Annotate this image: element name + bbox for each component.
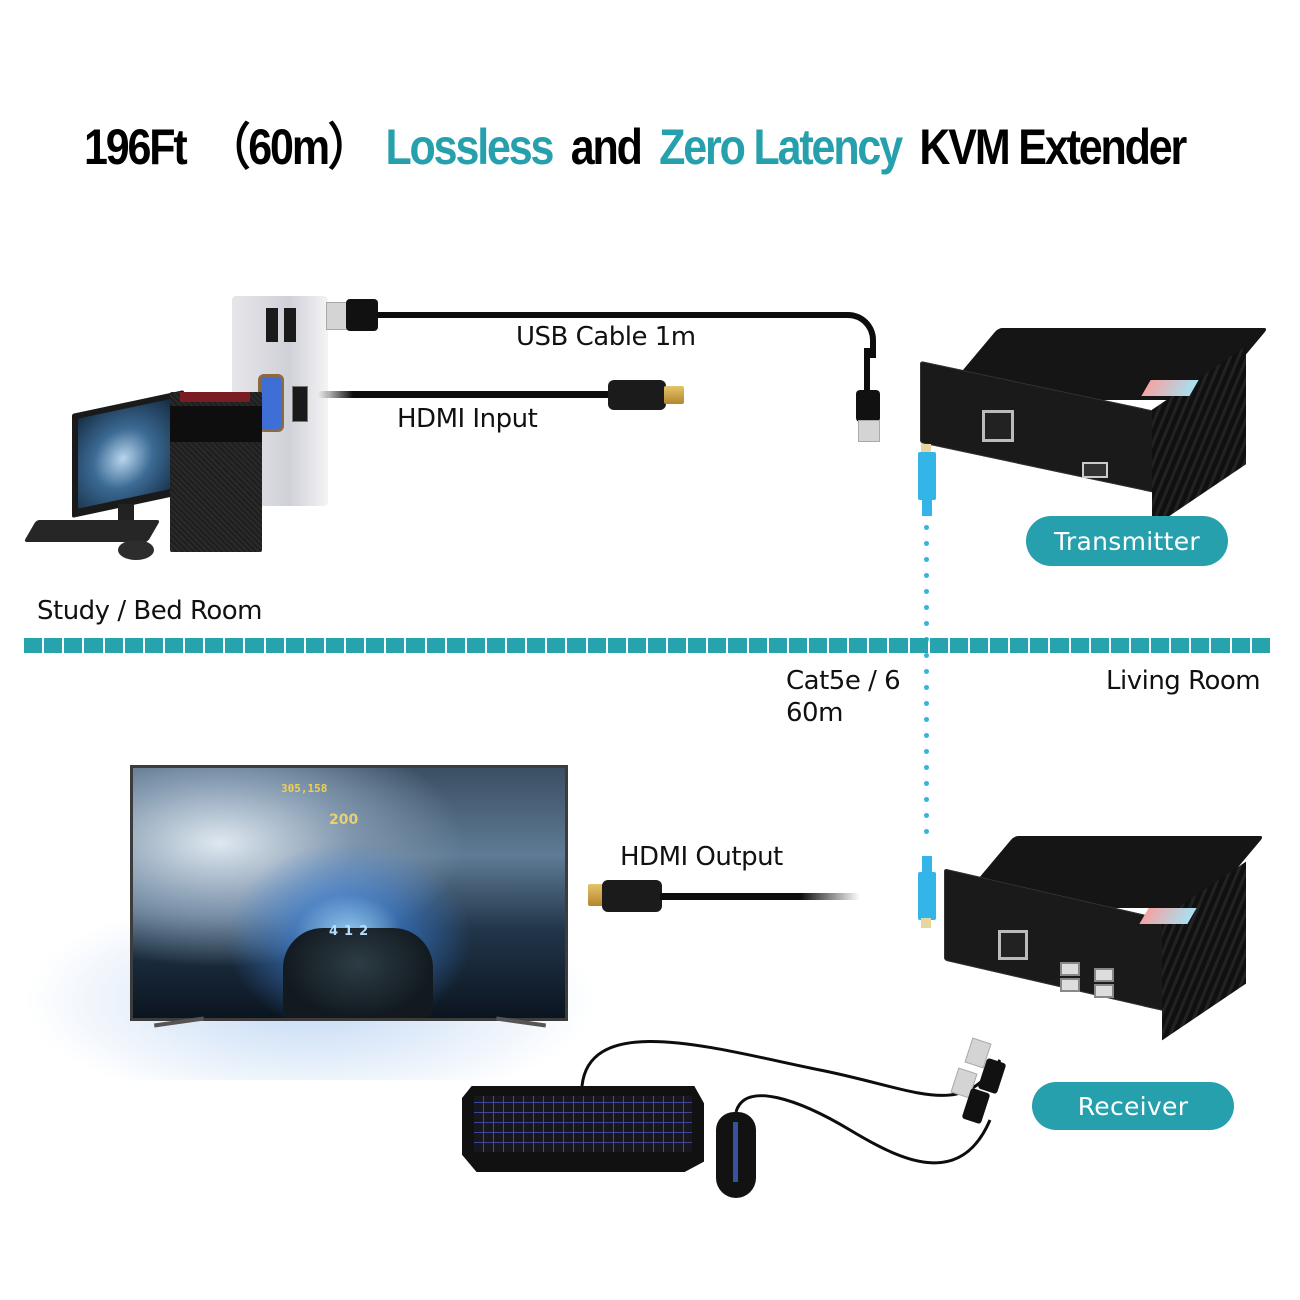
rj45-connector-top-icon [916, 444, 938, 518]
hdmi-plug-tip-icon [588, 884, 604, 906]
usb-port-icon [1060, 978, 1080, 992]
usb-port-icon [266, 308, 278, 342]
hdmi-output-label: HDMI Output [620, 842, 783, 872]
mouse-light [733, 1122, 738, 1182]
hdmi-input-cable-line [318, 391, 610, 398]
room-label-living: Living Room [1106, 666, 1261, 696]
title-and: and [570, 119, 643, 175]
hdmi-port-icon [292, 386, 308, 422]
hdmi-output-cable-line [660, 893, 860, 900]
mouse [716, 1112, 756, 1198]
hdmi-input-label: HDMI Input [397, 404, 538, 434]
page-title: 196Ft （60m） Lossless and Zero Latency KV… [84, 112, 1187, 182]
usb-port-icon [1060, 962, 1080, 976]
receiver-device [944, 836, 1265, 1041]
game-car-number: 412 [329, 924, 375, 939]
game-hud-score: 305,158 [281, 782, 328, 795]
receiver-badge: Receiver [1032, 1082, 1234, 1130]
title-distance-ft: 196Ft [84, 119, 188, 175]
transmitter-device [918, 328, 1269, 528]
usb-plug-housing [856, 390, 880, 422]
desktop-mouse-icon [118, 540, 154, 560]
room-label-study: Study / Bed Room [37, 596, 263, 626]
rj45-connector-bottom-icon [916, 856, 938, 932]
title-lossless: Lossless [385, 119, 554, 175]
hdmi-plug-housing [602, 880, 662, 912]
usb-a-plug-icon [858, 420, 880, 442]
usb-port-icon [1082, 462, 1108, 478]
usb-port-icon [1094, 968, 1114, 982]
rj45-port-icon [982, 410, 1014, 442]
usb-cable-line [378, 312, 848, 318]
keyboard-keys-backlit [474, 1096, 692, 1152]
room-divider [24, 638, 1270, 653]
usb-cable-label: USB Cable 1m [516, 322, 696, 352]
usb-cable-vertical [864, 348, 870, 390]
rj45-port-icon [998, 930, 1028, 960]
title-kvm-extender: KVM Extender [919, 119, 1187, 175]
keyboard [462, 1086, 704, 1172]
game-car [283, 928, 433, 1018]
usb-plug-housing [346, 299, 378, 331]
television: 305,158 200 412 [130, 765, 568, 1021]
transmitter-badge: Transmitter [1026, 516, 1228, 566]
tv-screen-game: 305,158 200 412 [133, 768, 565, 1018]
cat-cable-type-label: Cat5e / 6 [786, 666, 901, 696]
game-hud-counter: 200 [329, 812, 359, 828]
usb-port-icon [1094, 984, 1114, 998]
usb-cable-bend [830, 312, 876, 358]
usb-port-icon [284, 308, 296, 342]
tower-handle [180, 392, 250, 402]
desktop-tower [170, 392, 262, 552]
cat-cable-length-label: 60m [786, 698, 843, 728]
tower-front-panel [170, 406, 262, 442]
title-distance-m: （60m） [207, 119, 370, 175]
hdmi-plug-housing [608, 380, 666, 410]
title-zero-latency: Zero Latency [659, 119, 903, 175]
hdmi-plug-tip-icon [664, 386, 684, 404]
